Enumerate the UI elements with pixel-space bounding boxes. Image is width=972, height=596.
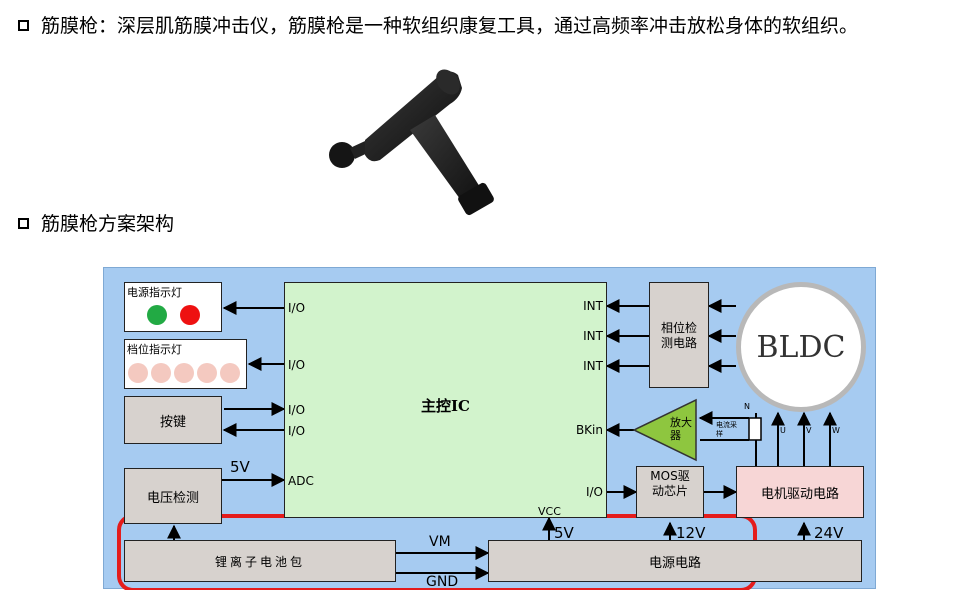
green-led (147, 305, 167, 325)
pin-adc: ADC (288, 474, 314, 488)
gear-led (151, 363, 171, 383)
intro-paragraph: 筋膜枪：深层肌筋膜冲击仪，筋膜枪是一种软组织康复工具，通过高频率冲击放松身体的软… (18, 12, 963, 40)
label-n: N (744, 402, 750, 411)
power-led-block: 电源指示灯 (124, 282, 222, 332)
amplifier-label: 放大器 (670, 416, 692, 442)
pin-int3: INT (583, 359, 603, 373)
amplifier-triangle (632, 398, 697, 462)
mos-driver-block: MOS驱动芯片 (636, 466, 704, 518)
label-12v: 12V (676, 524, 706, 542)
label-gnd: GND (426, 574, 459, 590)
pin-io2: I/O (288, 358, 306, 372)
power-circuit-block: 电源电路 (488, 540, 862, 582)
pin-io3: I/O (288, 403, 306, 417)
power-led-label: 电源指示灯 (127, 286, 182, 299)
gear-led (174, 363, 194, 383)
label-u: U (780, 426, 786, 435)
gear-led-block: 档位指示灯 (124, 339, 247, 389)
mcu-label: 主控IC (421, 397, 470, 415)
battery-block: 锂离子电池包 (124, 540, 396, 582)
pin-vcc: VCC (538, 505, 561, 518)
gear-led (197, 363, 217, 383)
pin-int1: INT (583, 299, 603, 313)
phase-detect-block: 相位检测电路 (649, 282, 709, 388)
label-5v-top: 5V (230, 458, 250, 476)
pin-io5: I/O (585, 485, 603, 499)
current-sample-label: 电流采样 (716, 421, 737, 438)
gear-led-row (128, 363, 240, 383)
mcu-block: 主控IC I/O I/O I/O I/O ADC INT INT INT BKi… (284, 282, 607, 518)
label-v: V (806, 426, 812, 435)
massage-gun-image (329, 69, 494, 216)
pin-io1: I/O (288, 301, 306, 315)
section-heading: 筋膜枪方案架构 (18, 210, 174, 238)
section-title: 筋膜枪方案架构 (41, 213, 175, 235)
mos-driver-label: MOS驱动芯片 (650, 469, 690, 498)
motor-driver-block: 电机驱动电路 (736, 466, 864, 518)
bullet-icon (18, 20, 29, 31)
pin-int2: INT (583, 329, 603, 343)
label-vm: VM (429, 534, 451, 550)
architecture-diagram: 主控IC I/O I/O I/O I/O ADC INT INT INT BKi… (103, 267, 876, 590)
label-24v: 24V (814, 524, 844, 542)
red-led (180, 305, 200, 325)
bullet-icon (18, 218, 29, 229)
gear-led (128, 363, 148, 383)
label-w: W (832, 426, 840, 435)
gear-led-label: 档位指示灯 (127, 343, 182, 356)
voltage-detect-block: 电压检测 (124, 468, 222, 524)
button-block: 按键 (124, 396, 222, 444)
intro-text: 筋膜枪：深层肌筋膜冲击仪，筋膜枪是一种软组织康复工具，通过高频率冲击放松身体的软… (41, 15, 859, 37)
gear-led (220, 363, 240, 383)
pin-io4: I/O (288, 424, 306, 438)
label-5v-bottom: 5V (554, 524, 574, 542)
bldc-motor: BLDC (736, 282, 866, 412)
phase-detect-label: 相位检测电路 (660, 321, 697, 350)
pin-bkin: BKin (575, 423, 603, 437)
